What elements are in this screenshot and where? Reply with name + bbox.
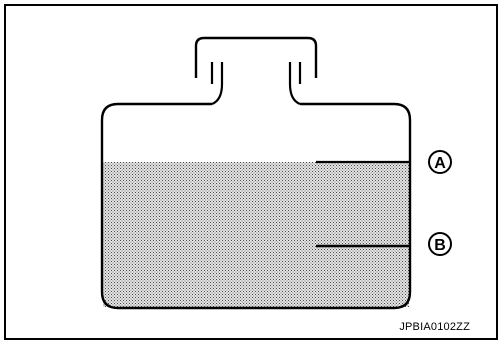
fluid-level (103, 162, 409, 307)
marker-a-label: A (434, 155, 446, 172)
neck-outline (211, 62, 224, 106)
marker-b: B (428, 232, 452, 256)
tank-cap (194, 36, 318, 78)
tank-body (100, 102, 412, 310)
marker-a: A (428, 150, 452, 174)
marker-b-label: B (434, 237, 446, 254)
figure-id: JPBIA0102ZZ (399, 321, 470, 333)
tank-neck (212, 62, 222, 104)
